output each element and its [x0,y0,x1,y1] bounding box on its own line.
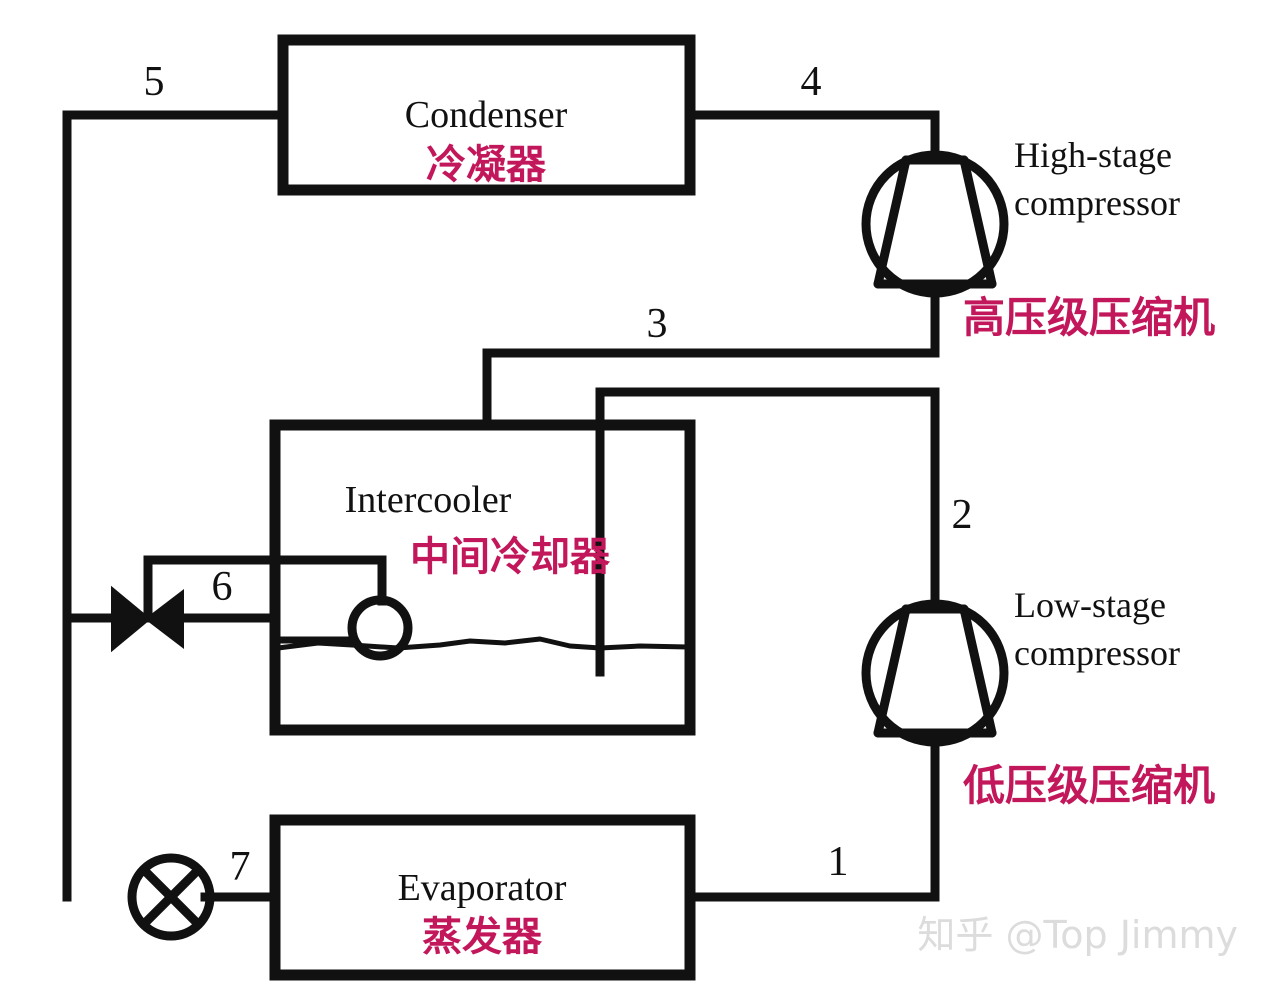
float-circle-icon [347,595,413,661]
pipe-5-condenser-to-left-riser [62,110,288,902]
low-stage-compressor-symbol [861,599,1009,747]
evaporator-label-en: Evaporator [398,867,567,909]
state-point-6: 6 [212,564,233,610]
evaporator-vessel [269,814,696,981]
pipe-1-evaporator-to-lpcomp [685,737,940,902]
state-point-2: 2 [952,492,973,538]
circle-x-valve-icon [127,853,215,941]
low-stage-compressor-label-line2: compressor [1014,633,1180,673]
state-point-5: 5 [144,59,165,105]
high-stage-compressor-symbol [861,150,1009,298]
high-stage-compressor-label-line1: High-stage [1014,135,1172,175]
bowtie-valve-icon [111,585,184,653]
pipe-6-bypass-loop [143,555,387,623]
state-point-7: 7 [230,844,251,890]
state-point-4: 4 [801,59,822,105]
state-point-1: 1 [828,839,849,885]
condenser-label-en: Condenser [405,94,568,136]
pipe-4-hpcomp-to-condenser [685,110,940,162]
low-stage-compressor-label-line1: Low-stage [1014,585,1166,625]
intercooler-label-cn: 中间冷却器 [410,534,611,580]
high-stage-compressor-label-cn: 高压级压缩机 [963,293,1215,342]
low-stage-compressor-label-cn: 低压级压缩机 [963,761,1215,810]
intercooler-vessel [269,419,696,736]
pipe-3-intercooler-to-hpcomp [482,285,940,430]
state-point-3: 3 [647,301,668,347]
pipe-2-lpcomp-to-intercooler [595,387,940,677]
condenser-vessel [277,34,696,196]
intercooler-label-en: Intercooler [345,479,512,521]
intercooler-liquid-level [275,636,691,651]
watermark-text: 知乎 @Top Jimmy [917,913,1238,957]
evaporator-label-cn: 蒸发器 [422,914,543,960]
high-stage-compressor-label-line2: compressor [1014,183,1180,223]
condenser-label-cn: 冷凝器 [426,142,547,188]
